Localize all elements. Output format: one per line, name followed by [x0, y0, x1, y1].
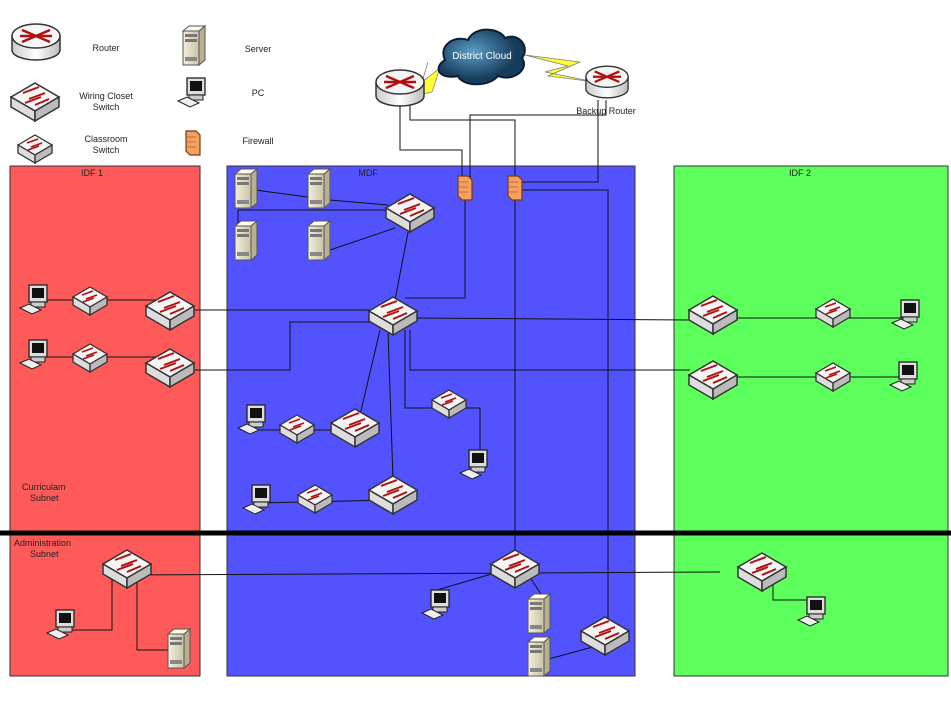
main-router[interactable] [374, 68, 426, 108]
curriculum-subnet-label: Curriculam [22, 482, 66, 492]
legend-router-icon [10, 22, 62, 62]
mdf-server-4[interactable] [307, 220, 331, 261]
backup-router-label: Backup Router [576, 106, 636, 116]
mdf-server-2[interactable] [307, 168, 331, 209]
legend-classroom-switch-label: Classroom [84, 134, 127, 144]
legend-server-label: Server [245, 44, 272, 54]
mdf-server-3[interactable] [234, 220, 258, 261]
legend-classroom-switch-icon [17, 134, 53, 164]
zone-idf1 [9, 165, 201, 677]
legend-firewall-label: Firewall [242, 136, 273, 146]
backup-router[interactable] [584, 65, 630, 99]
zone-idf2 [673, 165, 949, 677]
cloud-icon [437, 28, 526, 86]
wan-lightning-icon-2 [524, 54, 596, 83]
mdf-admin-server-1[interactable] [527, 593, 551, 634]
mdf-server-1[interactable] [234, 168, 258, 209]
legend-classroom-switch-label-2: Switch [93, 145, 120, 155]
legend-pc-label: PC [252, 88, 265, 98]
legend-router-label: Router [92, 43, 119, 53]
admin-subnet-label-2: Subnet [30, 549, 59, 559]
zone-mdf-label: MDF [358, 168, 378, 178]
cloud-label: District Cloud [452, 51, 511, 62]
mdf-admin-server-2[interactable] [527, 636, 551, 677]
zone-idf1-label: IDF 1 [81, 168, 103, 178]
legend-pc-icon [177, 77, 206, 108]
legend: Router Wiring Closet Switch Classroom Sw… [10, 22, 274, 164]
legend-wiring-switch-icon [10, 82, 60, 122]
legend-wiring-switch-label-2: Switch [93, 102, 120, 112]
admin-subnet-label: Administration [14, 538, 71, 548]
curriculum-subnet-label-2: Subnet [30, 493, 59, 503]
idf1-admin-server[interactable] [167, 628, 191, 669]
zone-idf2-label: IDF 2 [789, 168, 811, 178]
legend-firewall-icon [185, 130, 201, 156]
firewall-1[interactable] [457, 175, 473, 201]
legend-wiring-switch-label: Wiring Closet [79, 91, 133, 101]
legend-server-icon [182, 25, 206, 66]
firewall-2[interactable] [507, 175, 523, 201]
